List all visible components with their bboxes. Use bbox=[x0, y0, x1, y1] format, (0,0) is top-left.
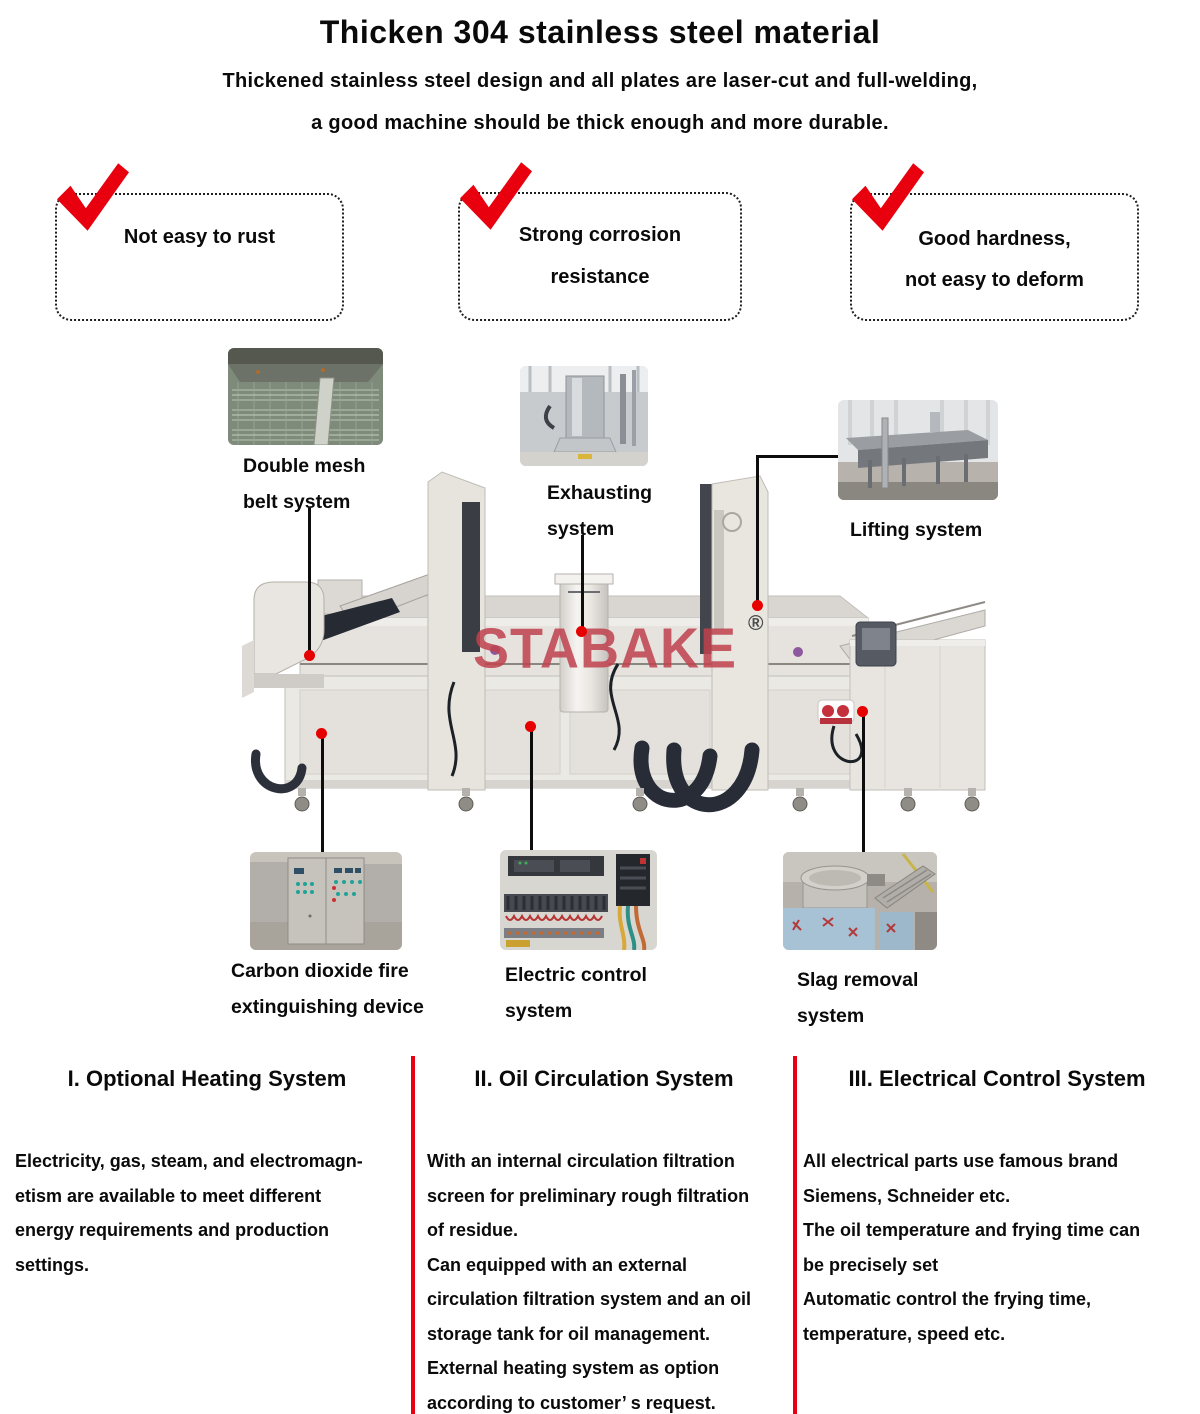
right-lifting-tower bbox=[700, 475, 769, 791]
callout-dot bbox=[304, 650, 315, 661]
text-line: temperature, speed etc. bbox=[803, 1323, 1006, 1344]
cable bbox=[609, 663, 621, 751]
section-text-heating: Electricity, gas, steam, and electromagn… bbox=[15, 1144, 413, 1282]
checkmark-icon bbox=[460, 162, 532, 230]
text-line: etism are available to meet different bbox=[15, 1185, 322, 1206]
callout-label-electric: Electric control system bbox=[505, 957, 647, 1029]
lifting-system-photo bbox=[838, 400, 998, 500]
slag-removal-system-photo bbox=[783, 852, 937, 950]
callout-dot bbox=[525, 721, 536, 732]
text-line: External heating system as option bbox=[427, 1358, 720, 1378]
feature-box-rust: Not easy to rust bbox=[55, 193, 344, 321]
text-line: Can equipped with an external bbox=[427, 1254, 688, 1275]
label-line: Carbon dioxide fire bbox=[231, 960, 409, 982]
label-line: Electric control bbox=[505, 964, 647, 986]
text-line: Electricity, gas, steam, and electromagn… bbox=[15, 1151, 363, 1171]
callout-dot bbox=[752, 600, 763, 611]
fryer-machine-illustration bbox=[242, 471, 986, 813]
electric-control-system-photo bbox=[500, 850, 657, 950]
exhausting-system-photo bbox=[520, 366, 648, 466]
label-line: Lifting system bbox=[850, 519, 983, 541]
connector-line-double-mesh bbox=[308, 508, 311, 655]
text-line: Siemens, Schneider etc. bbox=[803, 1185, 1011, 1206]
callout-label-lifting: Lifting system bbox=[850, 512, 982, 548]
section-heading-heating: I. Optional Heating System bbox=[67, 1066, 347, 1091]
feature-text: Not easy to rust bbox=[123, 226, 276, 248]
cable bbox=[447, 681, 458, 777]
callout-dot bbox=[316, 728, 327, 739]
double-mesh-belt-photo bbox=[228, 348, 383, 445]
text-line: screen for preliminary rough filtration bbox=[427, 1185, 750, 1206]
label-line: belt system bbox=[243, 491, 351, 513]
sensor-device bbox=[817, 699, 864, 764]
left-lifting-tower bbox=[427, 471, 486, 791]
label-line: extinguishing device bbox=[231, 996, 424, 1018]
feature-text: resistance bbox=[550, 266, 650, 288]
text-line: All electrical parts use famous brand bbox=[803, 1151, 1119, 1171]
drain-hoses bbox=[251, 740, 760, 813]
feature-text: not easy to deform bbox=[905, 269, 1084, 291]
text-line: settings. bbox=[15, 1254, 90, 1275]
label-line: system bbox=[547, 518, 615, 540]
checkmark-icon bbox=[852, 163, 924, 231]
page-subtitle-line-2: a good machine should be thick enough an… bbox=[311, 112, 889, 134]
text-line: With an internal circulation filtration bbox=[427, 1151, 735, 1171]
feature-text: Good hardness, bbox=[918, 228, 1071, 250]
registered-trademark-icon: ® bbox=[748, 612, 764, 635]
callout-label-exhausting: Exhausting system bbox=[547, 475, 652, 547]
connector-line-slag bbox=[862, 712, 865, 852]
text-line: of residue. bbox=[427, 1220, 519, 1240]
text-line: storage tank for oil management. bbox=[427, 1323, 711, 1344]
text-line: be precisely set bbox=[803, 1254, 939, 1275]
page-subtitle-line-1: Thickened stainless steel design and all… bbox=[222, 70, 978, 92]
feature-text: Strong corrosion bbox=[518, 224, 682, 246]
section-heading-electrical: III. Electrical Control System bbox=[848, 1066, 1146, 1091]
callout-label-double-mesh: Double mesh belt system bbox=[243, 448, 365, 520]
text-line: energy requirements and production bbox=[15, 1220, 330, 1240]
text-line: Automatic control the frying time, bbox=[803, 1289, 1092, 1309]
section-divider-right bbox=[793, 1056, 797, 1414]
feature-box-corrosion: Strong corrosion resistance bbox=[458, 192, 742, 321]
callout-dot bbox=[576, 626, 587, 637]
label-line: Slag removal bbox=[797, 969, 919, 991]
callout-label-carbon: Carbon dioxide fire extinguishing device bbox=[231, 953, 424, 1025]
hood-logo-mark bbox=[793, 647, 803, 657]
brand-logo: STABAKE bbox=[472, 617, 737, 681]
connector-line-exhausting bbox=[581, 535, 584, 627]
page-title: Thicken 304 stainless steel material bbox=[319, 14, 881, 50]
fire-extinguishing-device-photo bbox=[250, 852, 402, 950]
section-divider-left bbox=[411, 1056, 415, 1414]
connector-line-carbon bbox=[321, 734, 324, 852]
outfeed-section bbox=[839, 601, 986, 791]
checkmark-icon bbox=[57, 163, 129, 231]
label-line: system bbox=[505, 1000, 573, 1022]
casters bbox=[294, 788, 980, 812]
callout-label-slag: Slag removal system bbox=[797, 962, 918, 1034]
text-line: according to customer’ s request. bbox=[427, 1392, 716, 1413]
connector-line-electric bbox=[530, 727, 533, 850]
callout-dot bbox=[857, 706, 868, 717]
section-text-electrical: All electrical parts use famous brand Si… bbox=[803, 1144, 1195, 1351]
connector-line-lifting-vertical bbox=[756, 455, 759, 605]
section-heading-oil: II. Oil Circulation System bbox=[474, 1066, 734, 1091]
label-line: Double mesh bbox=[243, 455, 366, 477]
label-line: Exhausting bbox=[547, 482, 653, 504]
text-line: The oil temperature and frying time can bbox=[803, 1220, 1141, 1240]
section-text-oil: With an internal circulation filtration … bbox=[427, 1144, 789, 1414]
label-line: system bbox=[797, 1005, 865, 1027]
feature-box-hardness: Good hardness, not easy to deform bbox=[850, 193, 1139, 321]
hood-logo-mark bbox=[490, 645, 500, 655]
text-line: circulation filtration system and an oil bbox=[427, 1289, 752, 1309]
connector-line-lifting-horizontal bbox=[757, 455, 838, 458]
exhaust-chimney bbox=[554, 573, 614, 713]
